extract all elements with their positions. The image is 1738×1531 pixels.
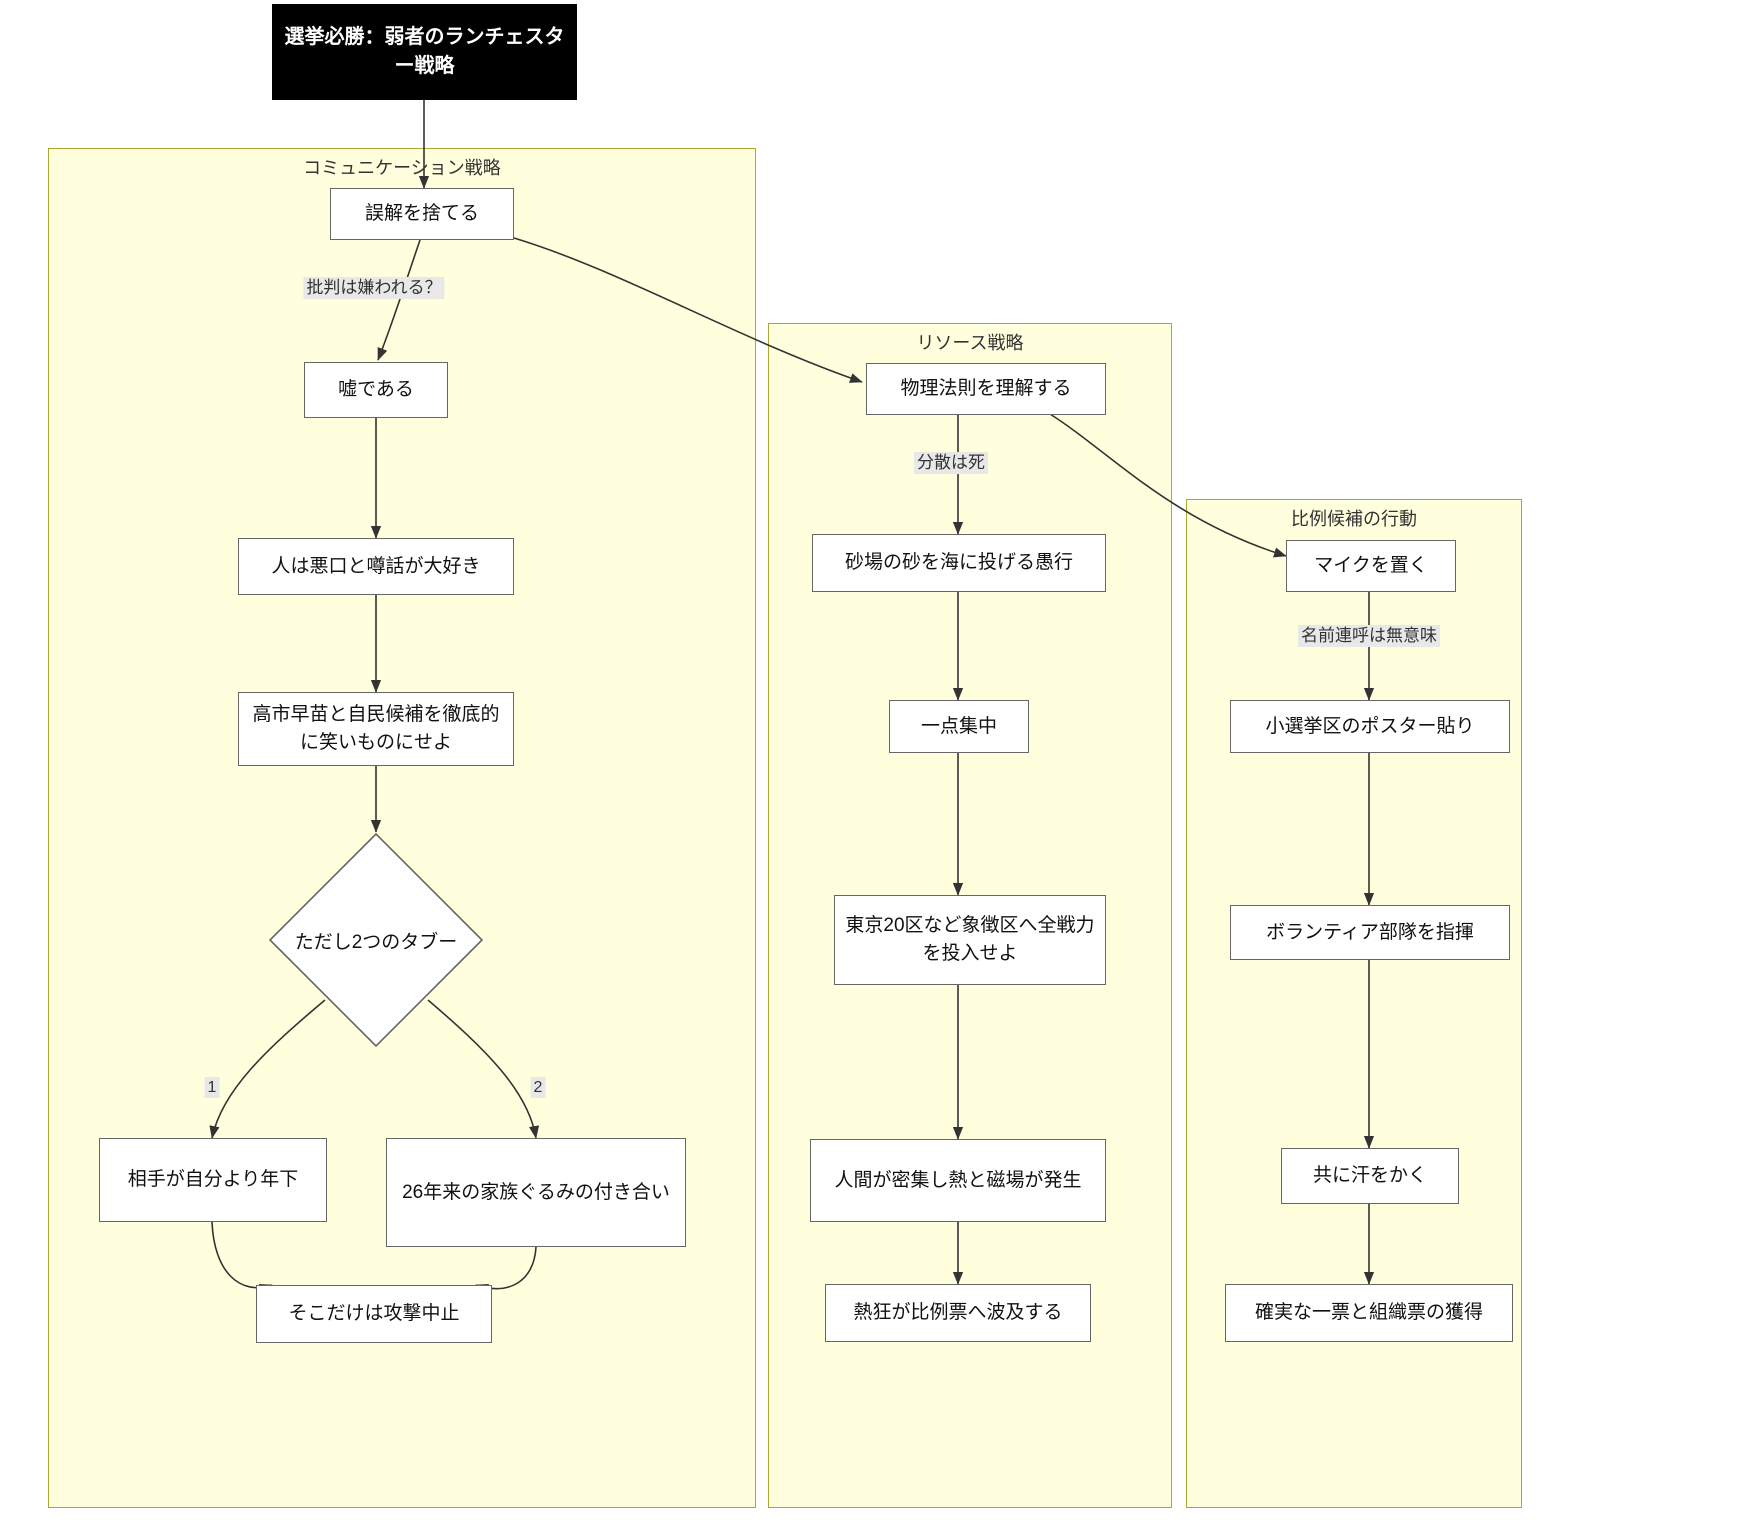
cluster-title-proportional: 比例候補の行動 <box>1291 509 1417 529</box>
node-volunteer[interactable]: ボランティア部隊を指揮 <box>1230 905 1510 960</box>
node-mic[interactable]: マイクを置く <box>1286 540 1456 592</box>
node-stop-attack[interactable]: そこだけは攻撃中止 <box>256 1285 492 1343</box>
diamond-shape-icon <box>268 832 484 1048</box>
node-tokyo20[interactable]: 東京20区など象徴区へ全戦力を投入せよ <box>834 895 1106 985</box>
node-sandbox[interactable]: 砂場の砂を海に投げる愚行 <box>812 534 1106 592</box>
node-poster[interactable]: 小選挙区のポスター貼り <box>1230 700 1510 753</box>
node-physics[interactable]: 物理法則を理解する <box>866 363 1106 415</box>
node-gossip[interactable]: 人は悪口と噂話が大好き <box>238 538 514 595</box>
edge-label-name-calling: 名前連呼は無意味 <box>1298 625 1440 648</box>
node-focus[interactable]: 一点集中 <box>889 700 1029 753</box>
cluster-title-communication: コミュニケーション戦略 <box>303 158 501 178</box>
edge-label-taboo-one: 1 <box>204 1077 220 1099</box>
node-fever[interactable]: 熱狂が比例票へ波及する <box>825 1284 1091 1342</box>
node-title[interactable]: 選挙必勝：弱者のランチェスター戦略 <box>272 4 577 100</box>
node-family[interactable]: 26年来の家族ぐるみの付き合い <box>386 1138 686 1247</box>
cluster-title-resource: リソース戦略 <box>916 333 1024 353</box>
node-crowd[interactable]: 人間が密集し熱と磁場が発生 <box>810 1139 1106 1222</box>
node-taboo-label: ただし2つのタブー <box>294 931 458 953</box>
node-misunderstanding[interactable]: 誤解を捨てる <box>330 188 514 240</box>
node-votes[interactable]: 確実な一票と組織票の獲得 <box>1225 1284 1513 1342</box>
edge-label-criticism: 批判は嫌われる？ <box>303 277 445 300</box>
edge-label-dispersion: 分散は死 <box>914 452 988 475</box>
node-lie[interactable]: 嘘である <box>304 362 448 418</box>
node-sweat[interactable]: 共に汗をかく <box>1281 1148 1459 1204</box>
node-younger[interactable]: 相手が自分より年下 <box>99 1138 327 1222</box>
cluster-proportional-action: 比例候補の行動 <box>1186 499 1522 1508</box>
edge-label-taboo-two: 2 <box>530 1077 546 1099</box>
node-mock[interactable]: 高市早苗と自民候補を徹底的に笑いものにせよ <box>238 692 514 766</box>
node-taboo[interactable]: ただし2つのタブー <box>268 832 484 1048</box>
